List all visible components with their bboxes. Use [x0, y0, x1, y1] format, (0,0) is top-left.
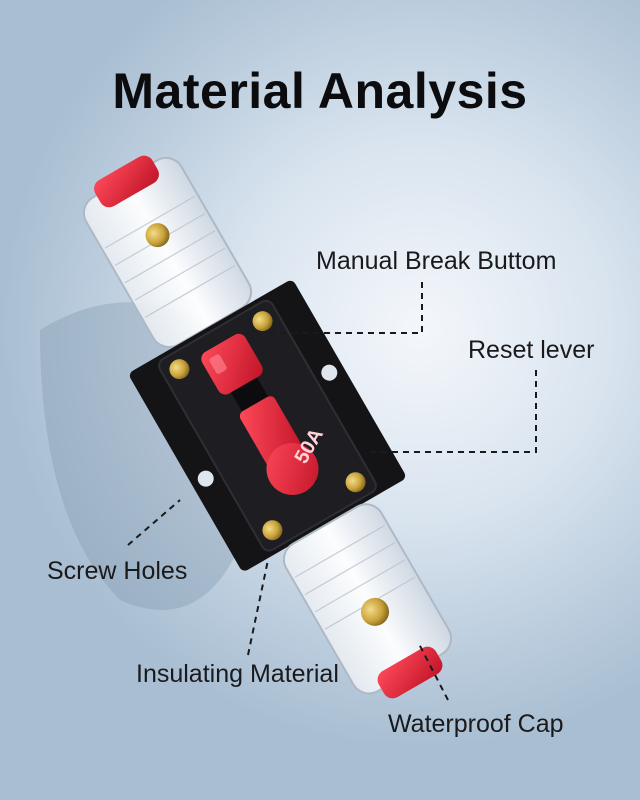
leader-screw-holes: [127, 499, 181, 546]
screw-hole-right: [321, 364, 338, 381]
top-red-cap: [94, 155, 159, 208]
label-reset-lever: Reset lever: [468, 336, 595, 364]
lever-disc: [266, 442, 319, 495]
label-manual-break-button: Manual Break Buttom: [316, 247, 557, 275]
brass-screw-3: [262, 520, 283, 541]
leader-manual-break: [268, 282, 423, 334]
label-insulating-material: Insulating Material: [136, 660, 339, 688]
brass-screw-1: [169, 359, 190, 380]
manual-break-button: [201, 333, 263, 395]
leader-insulating: [247, 559, 269, 656]
top-terminal-screw: [145, 223, 170, 248]
label-screw-holes: Screw Holes: [47, 557, 188, 585]
bottom-terminal-screw: [360, 597, 389, 626]
brass-screw-4: [345, 472, 366, 493]
page-title: Material Analysis: [112, 63, 528, 119]
screw-hole-left: [197, 470, 214, 487]
label-waterproof-cap: Waterproof Cap: [388, 710, 564, 738]
brass-screw-2: [252, 311, 273, 332]
leader-reset-lever: [370, 370, 537, 453]
